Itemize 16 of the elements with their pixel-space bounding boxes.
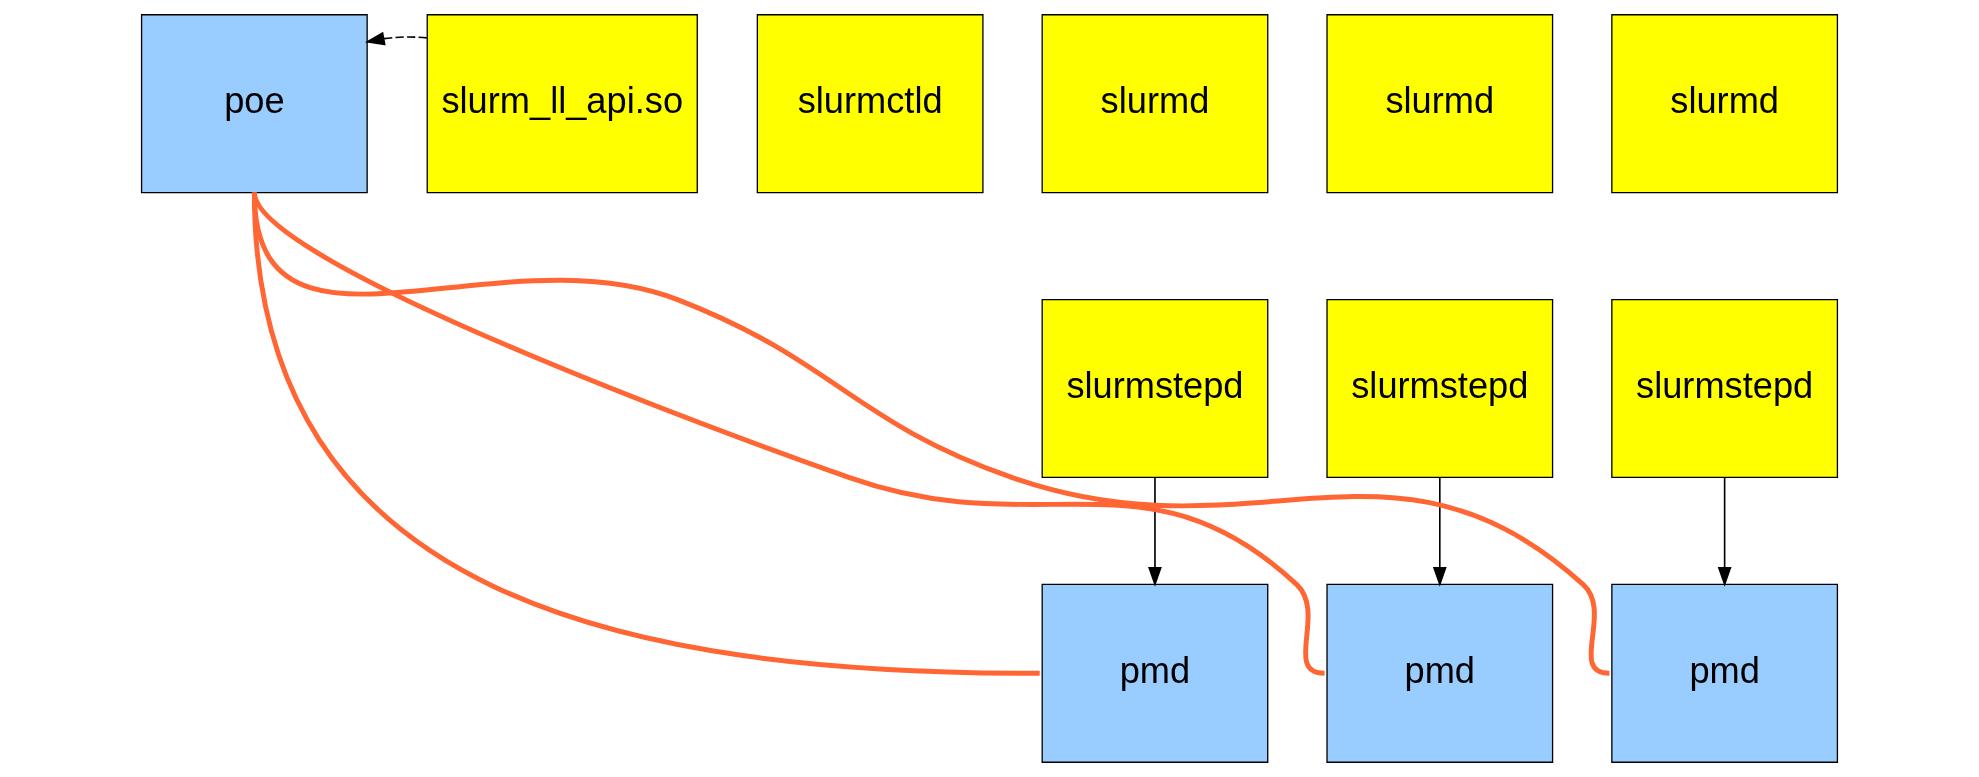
- node-box: slurmd: [1611, 14, 1839, 194]
- node-box: slurmctld: [756, 14, 984, 194]
- node-box: slurmstepd: [1041, 298, 1269, 479]
- node-box: slurmd: [1326, 14, 1554, 194]
- arrow: [364, 31, 428, 46]
- node-box: slurm_ll_api.so: [426, 14, 698, 194]
- arrow: [1432, 476, 1447, 587]
- node-box: pmd: [1041, 583, 1269, 763]
- node-box: pmd: [1326, 583, 1554, 763]
- node-box: pmd: [1611, 583, 1839, 763]
- arrow: [1717, 476, 1732, 587]
- node-box: slurmstepd: [1611, 298, 1839, 479]
- node-box: slurmd: [1041, 14, 1269, 194]
- arrow: [1148, 476, 1162, 587]
- node-box: slurmstepd: [1326, 298, 1554, 479]
- node-box: poe: [140, 14, 368, 194]
